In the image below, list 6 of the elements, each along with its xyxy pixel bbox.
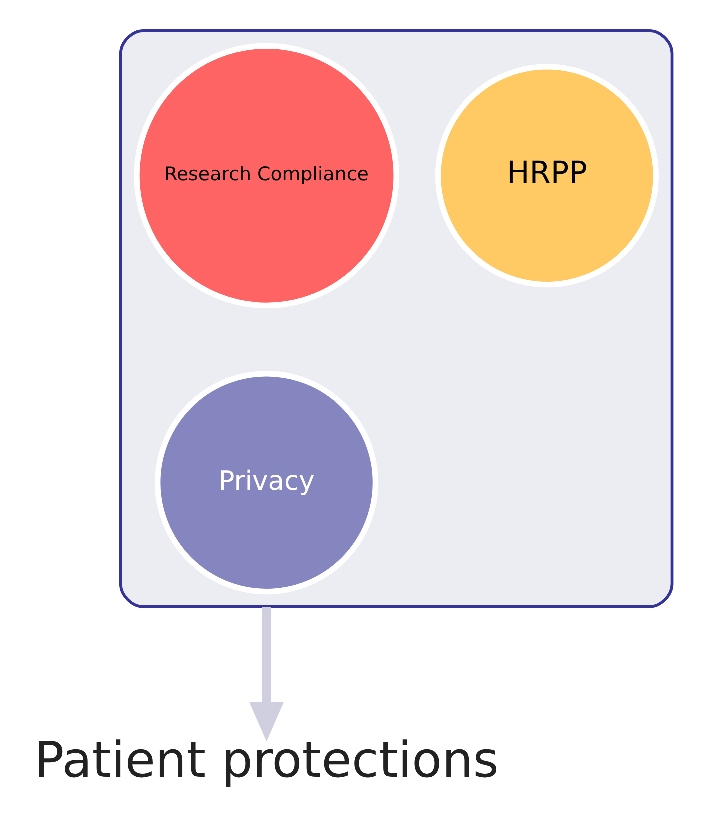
cluster xyxy=(118,30,674,608)
node-circle: Research Compliance xyxy=(134,43,399,309)
node-text: Patient protections xyxy=(34,731,498,790)
node-circle: HRPP xyxy=(434,64,658,288)
arrow xyxy=(249,606,284,742)
node-circle: Privacy xyxy=(154,371,378,595)
